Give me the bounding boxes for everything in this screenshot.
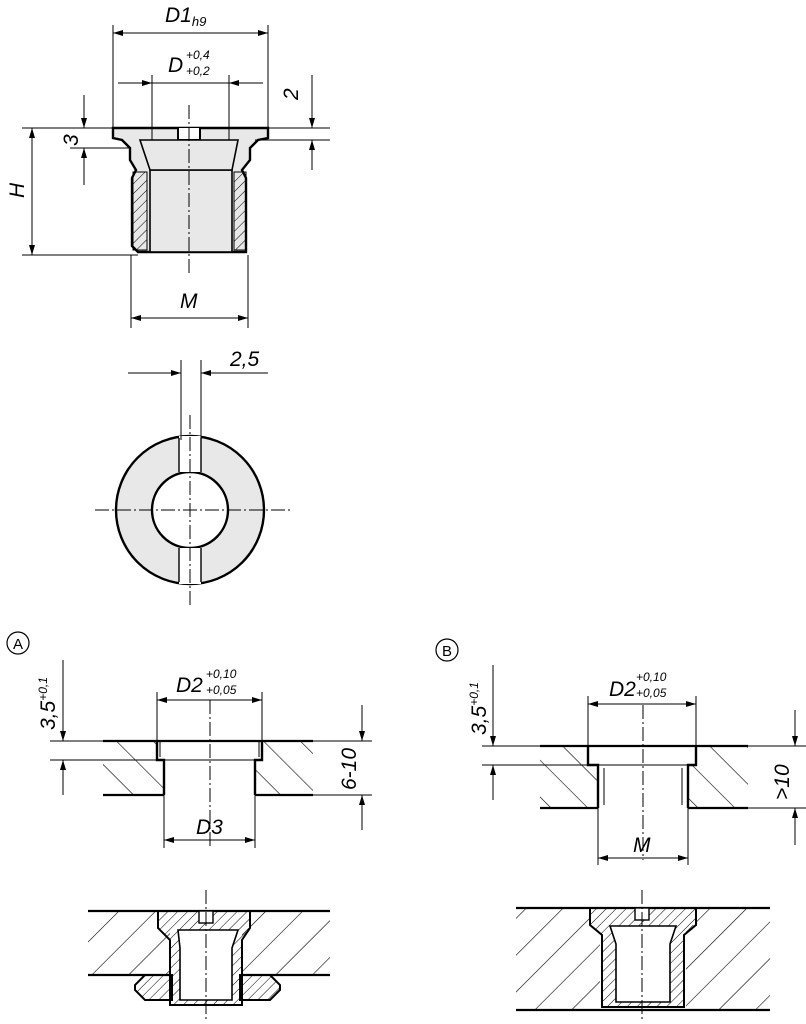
d-lower-tol: +0,2	[186, 64, 210, 78]
svg-text:D1h9: D1h9	[165, 4, 206, 29]
svg-text:3,5+0,1: 3,5+0,1	[36, 677, 60, 730]
a-d2-lower: +0,05	[206, 683, 237, 697]
b-depth-label: 3,5	[468, 705, 491, 735]
d1-label: D1	[165, 4, 192, 27]
marker-b: B	[442, 643, 452, 660]
dim-collar: 2	[255, 75, 330, 170]
dim-thread: M	[130, 255, 249, 328]
flange-label: 3	[60, 134, 83, 146]
b-d2-label: D2	[609, 678, 636, 701]
dim-d: D +0,4 +0,2	[118, 48, 263, 140]
dim-slot: 2,5	[128, 348, 268, 440]
d-label: D	[168, 54, 183, 77]
svg-text:3,5+0,1: 3,5+0,1	[467, 682, 491, 735]
a-d3-label: D3	[196, 816, 223, 839]
a-d2-upper: +0,10	[206, 667, 237, 681]
a-d2-label: D2	[176, 674, 203, 697]
installation-b: B 3,5+0,1 D2 +0,10 +0,05 >10	[435, 638, 806, 865]
installation-a: A 3,5+0,1 D2 +0,10 +0,05 6-10	[6, 631, 372, 848]
dim-d1: D1h9	[112, 4, 269, 128]
marker-a: A	[13, 636, 23, 653]
a-depth-label: 3,5	[37, 700, 60, 730]
installation-a-assembly	[88, 890, 330, 1020]
d1-tolerance: h9	[192, 14, 206, 29]
b-m-label: M	[633, 834, 651, 857]
bushing-section-view	[111, 105, 270, 275]
b-thickness-label: >10	[771, 764, 794, 800]
installation-b-assembly	[516, 890, 770, 1022]
bushing-plan-view	[95, 415, 290, 605]
height-label: H	[6, 182, 29, 198]
dim-flange: 3	[60, 95, 130, 185]
collar-label: 2	[280, 88, 303, 101]
b-depth-tol: +0,1	[467, 682, 481, 706]
thread-label: M	[180, 290, 198, 313]
dim-height: H	[6, 127, 138, 256]
a-thickness-label: 6-10	[338, 748, 361, 790]
slot-label: 2,5	[229, 348, 260, 371]
b-d2-lower: +0,05	[636, 686, 667, 700]
d-upper-tol: +0,4	[186, 48, 210, 62]
b-d2-upper: +0,10	[636, 670, 667, 684]
a-depth-tol: +0,1	[36, 677, 50, 701]
